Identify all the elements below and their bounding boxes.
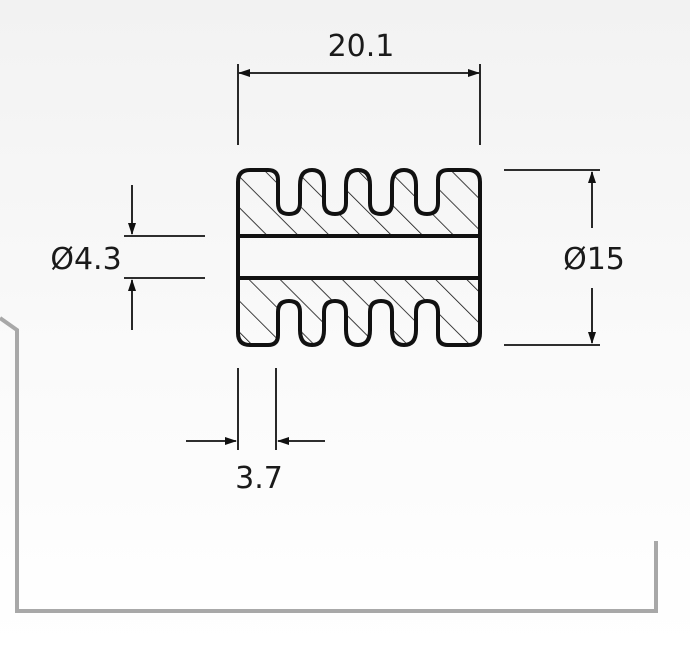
length-dimension-label: 20.1 [328,29,395,64]
outer-diameter-dimension: Ø15 [504,169,625,346]
pitch-dimension-label: 3.7 [235,461,283,496]
part-section-view [236,168,482,347]
outer-diameter-label: Ø15 [563,242,625,277]
lower-hatch [238,278,480,345]
sheet-frame [0,316,658,613]
bore-diameter-dimension: Ø4.3 [50,185,205,330]
length-dimension: 20.1 [237,29,481,145]
pitch-dimension: 3.7 [186,368,325,496]
upper-profile [236,168,482,236]
bore-diameter-label: Ø4.3 [50,242,121,277]
lower-profile [236,278,482,347]
